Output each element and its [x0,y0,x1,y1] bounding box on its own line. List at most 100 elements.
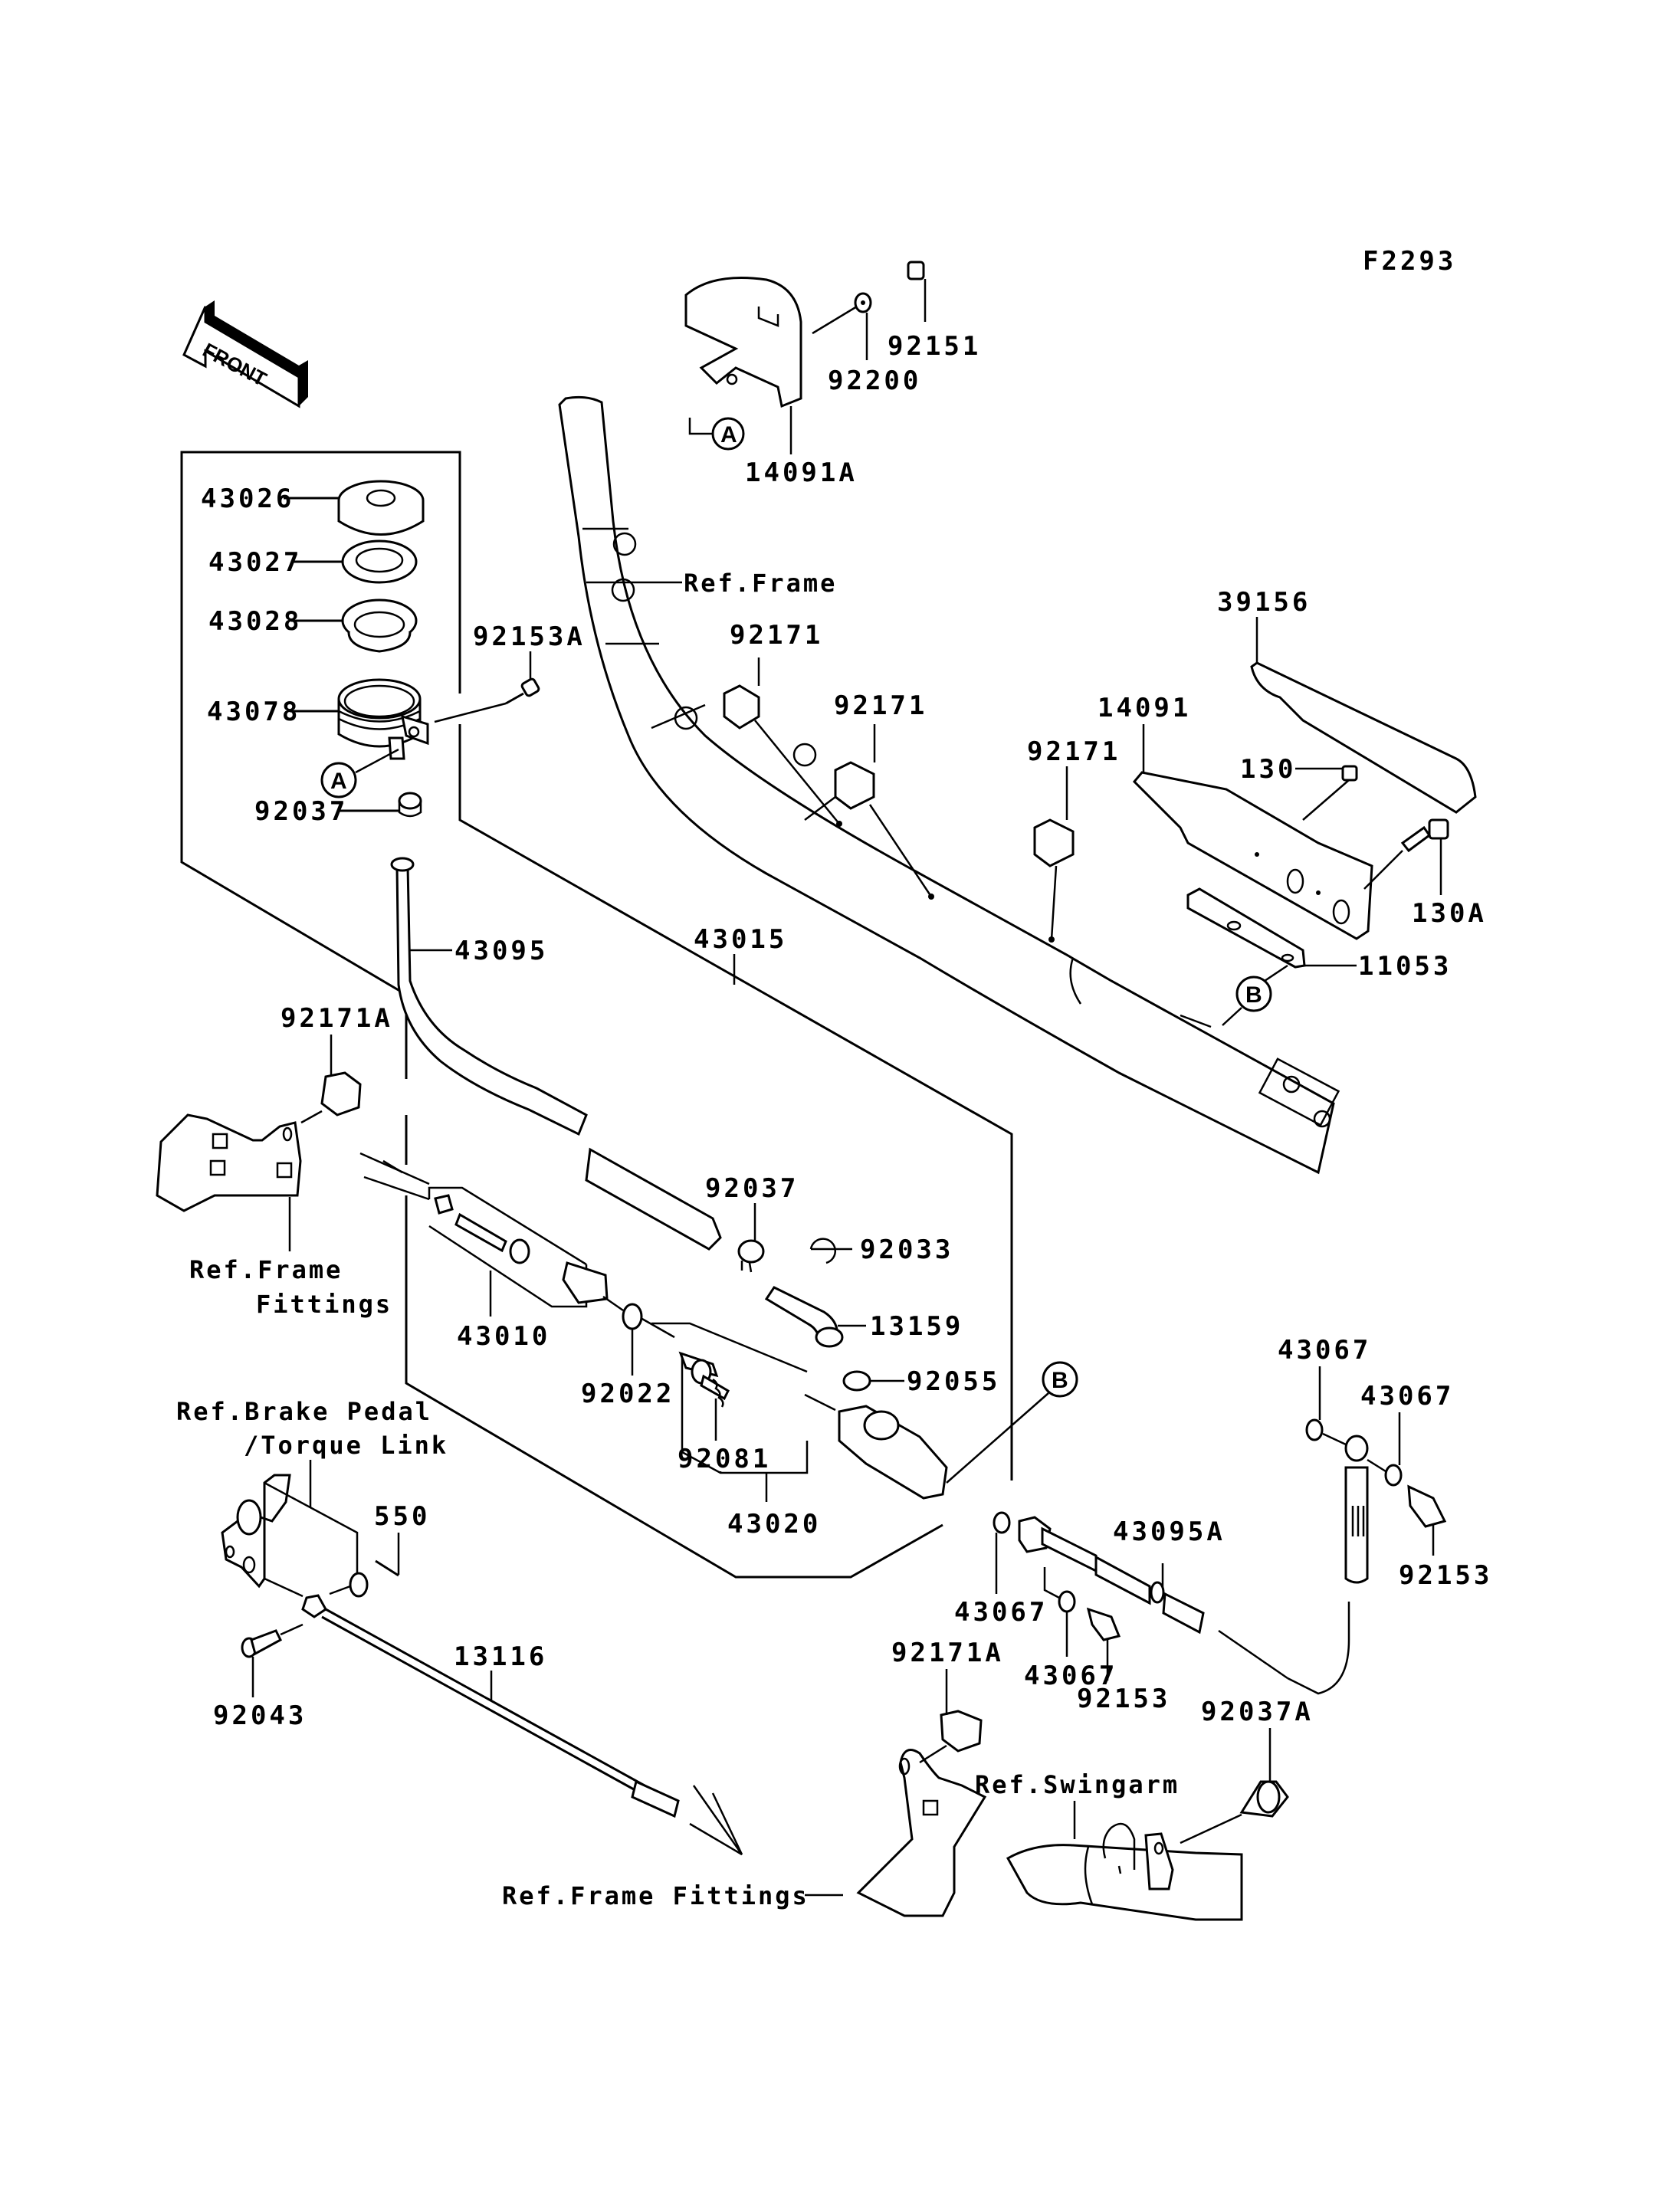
part-label-43020: 43020 [727,1509,821,1540]
ref-brake-pedal-line2: /Torque Link [244,1431,448,1460]
part-label-13116: 13116 [454,1641,547,1672]
brake-pedal-torque-link [221,1460,359,1598]
clamp-92171a-left [320,1071,362,1117]
part-label-92153-right: 92153 [1399,1560,1492,1591]
part-label-43067-c: 43067 [954,1597,1048,1628]
spring-92081 [712,1378,724,1408]
hose-clamp-top [398,792,422,818]
part-label-92171-c: 92171 [1027,736,1121,767]
callout-a-reservoir: A [320,748,399,798]
clip-92037a [1180,1780,1289,1844]
part-label-130: 130 [1240,754,1296,785]
banjo-bolt-92153-bottom [1086,1607,1121,1641]
hose-clamp-mid [737,1239,765,1273]
diaphragm [341,598,418,653]
reservoir-tank [337,678,429,760]
part-label-92033: 92033 [860,1235,953,1265]
part-label-43078: 43078 [207,697,300,727]
washer-43067-d [1043,1567,1076,1657]
callout-b-frame: B [1222,964,1288,1026]
part-label-92081: 92081 [678,1444,771,1474]
piston-kit-43020-bracket [651,1322,809,1474]
circlip-92033 [809,1238,836,1264]
snap-ring-92022 [602,1295,675,1339]
part-label-92153A: 92153A [473,621,586,652]
frame-fittings-left [156,1113,302,1212]
part-label-43095: 43095 [454,936,548,966]
part-label-14091A: 14091A [745,457,858,488]
hose-connector-13159 [764,1286,844,1348]
svg-text:A: A [330,769,347,794]
piston-43020 [678,1351,730,1401]
swingarm-section [1006,1822,1243,1921]
part-label-92153-bottom: 92153 [1077,1684,1170,1714]
clamp-92171-c [1033,766,1075,940]
master-cylinder-body [804,1393,948,1500]
part-label-43067-d: 43067 [1024,1661,1117,1691]
washer-pin [329,1572,369,1598]
part-label-43095A: 43095A [1113,1517,1226,1547]
part-label-92200: 92200 [828,366,921,396]
part-label-92171A-bottom: 92171A [891,1638,1004,1668]
part-label-13159: 13159 [870,1311,963,1342]
part-label-43027: 43027 [208,547,302,578]
ref-swingarm: Ref.Swingarm [975,1770,1180,1799]
ref-frame-fittings-bottom: Ref.Frame Fittings [502,1881,809,1910]
reservoir-hose-43095 [390,857,722,1251]
guard-39156 [1250,661,1477,814]
washer-43067-b [1367,1458,1403,1487]
part-label-550: 550 [374,1501,430,1532]
part-label-92171-b: 92171 [834,690,927,721]
part-label-43028: 43028 [208,606,302,637]
cover-14091a [684,277,802,408]
washer-43067-a [1305,1418,1324,1441]
clamp-92171-a [723,657,840,825]
bolt-92153a [505,677,540,705]
part-label-43067-a: 43067 [1278,1335,1371,1366]
washer-92200 [812,292,872,360]
bolt-130a [1363,818,1449,895]
part-label-92043: 92043 [213,1700,307,1731]
cotter-pin-550 [375,1559,399,1577]
pushrod-parts [434,1194,609,1304]
clamp-92171-b [834,724,933,897]
reservoir-group-bracket [180,451,1013,1579]
brake-hose-43095a [993,1511,1350,1695]
pin-92043 [241,1623,304,1658]
reservoir-cap [337,480,425,536]
ref-brake-pedal-line1: Ref.Brake Pedal [176,1397,432,1426]
piston-kit-43010-bracket [363,1176,588,1308]
part-label-43026: 43026 [201,484,294,514]
part-label-92171-a: 92171 [730,620,823,651]
part-label-39156: 39156 [1217,587,1311,618]
svg-text:B: B [1245,982,1262,1008]
plate-11053 [1186,887,1306,969]
ref-frame-fittings-line2: Fittings [256,1290,392,1319]
part-label-92022: 92022 [581,1379,674,1409]
bolt-92151 [907,261,927,322]
part-label-92151: 92151 [888,331,981,362]
part-label-43015: 43015 [694,924,787,955]
svg-text:A: A [720,422,737,448]
part-label-14091: 14091 [1098,693,1191,723]
frame-tube [558,395,1340,1175]
ref-frame-fittings-line1: Ref.Frame [189,1255,343,1284]
frame-fittings-bottom [856,1749,987,1917]
part-label-92037A: 92037A [1201,1697,1314,1727]
banjo-fitting [1322,1432,1369,1584]
part-label-92055: 92055 [907,1366,1000,1397]
figure-code: F2293 [1363,246,1456,277]
bolt-130 [1302,765,1358,821]
push-rod-13116 [301,1594,680,1818]
o-ring-92055 [842,1370,871,1392]
bracket-14091 [1132,771,1373,940]
part-label-92037-top: 92037 [254,796,348,827]
part-label-43010: 43010 [457,1321,550,1352]
part-label-43067-b: 43067 [1360,1381,1454,1412]
svg-text:B: B [1052,1368,1068,1393]
banjo-bolt-92153-right [1407,1484,1447,1528]
callout-b-cylinder: B [946,1361,1078,1484]
callout-a-frame: A [688,417,745,451]
diaphragm-plate [341,539,418,584]
